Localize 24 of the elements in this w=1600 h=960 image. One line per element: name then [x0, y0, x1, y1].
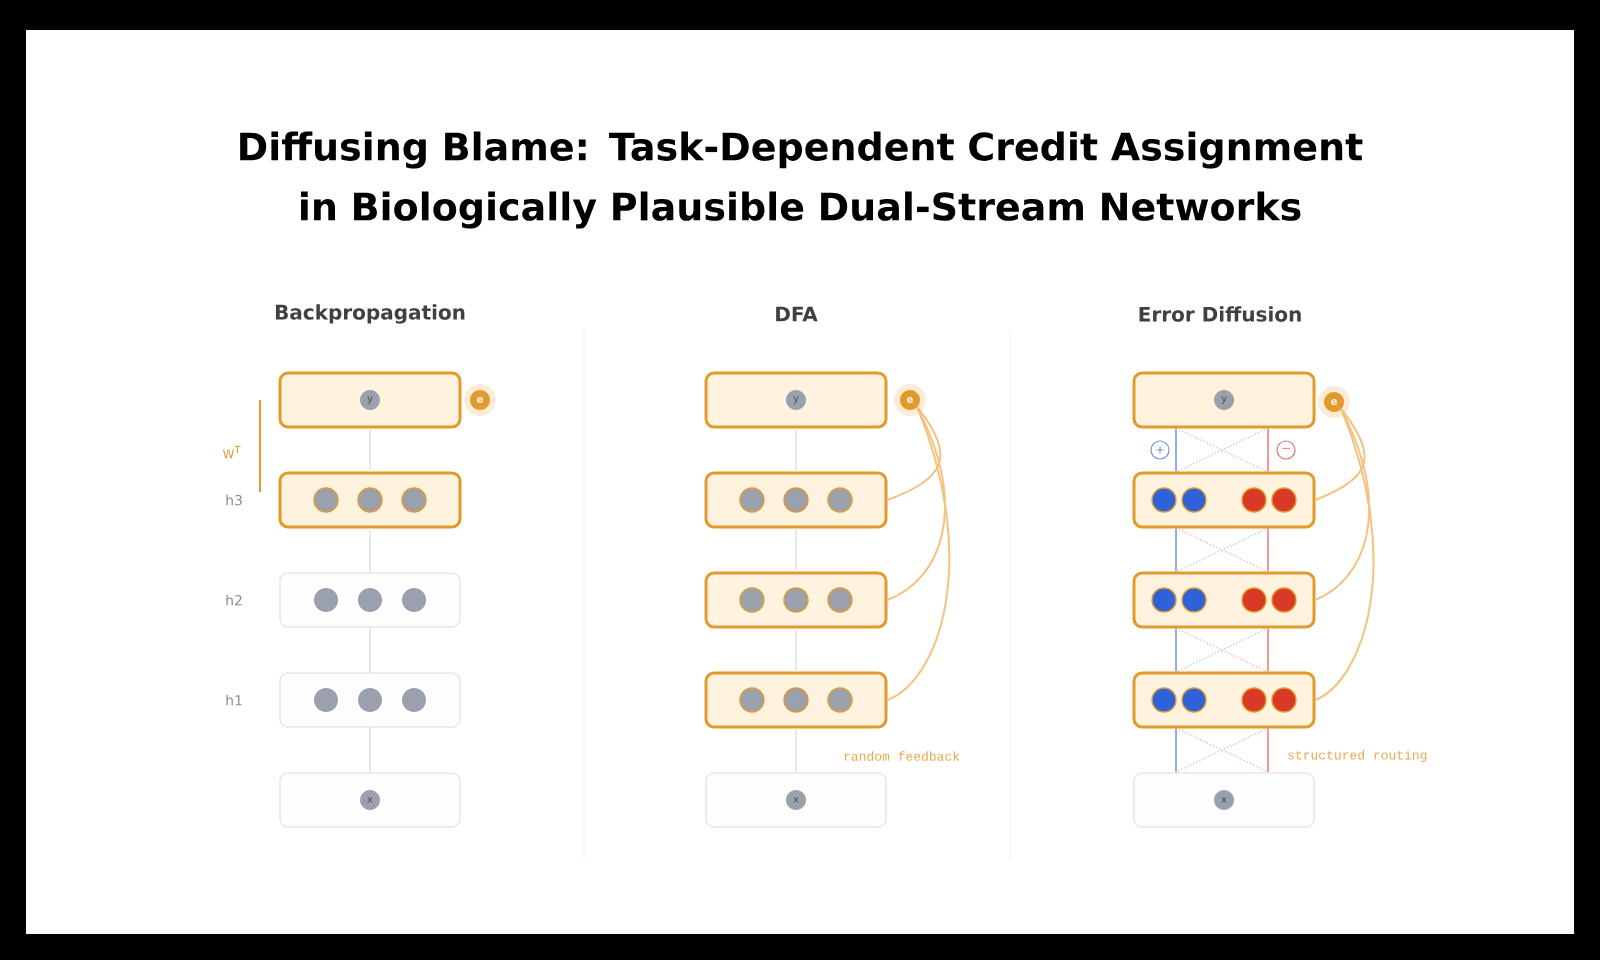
- connector: [1175, 527, 1177, 573]
- connector: [1267, 427, 1269, 473]
- connector: [1314, 408, 1375, 701]
- title: Diffusing Blame: Task-Dependent Credit Assignment in Biologically Plausible Dual-Stream Networks: [240, 131, 1363, 229]
- panel-title: DFA: [776, 306, 818, 322]
- connector: [1267, 627, 1269, 673]
- layer-box: [1132, 571, 1316, 629]
- layer-box: [704, 571, 888, 629]
- connector: [1175, 627, 1177, 673]
- layer-box: [1132, 671, 1316, 729]
- connector: [886, 406, 951, 701]
- connector: [1314, 408, 1370, 601]
- connector: [1267, 727, 1269, 774]
- panel-title: Backpropagation: [275, 304, 465, 324]
- connector: [1314, 408, 1366, 501]
- connector: [1175, 727, 1177, 774]
- connector: [1175, 427, 1177, 473]
- connector: [1267, 527, 1269, 573]
- layer-box: [704, 671, 888, 729]
- layer-box: [1132, 471, 1316, 529]
- panel-title: Error Diffusion: [1139, 306, 1301, 322]
- connector: [886, 406, 946, 601]
- connector: [886, 406, 942, 501]
- layer-box: [704, 471, 888, 529]
